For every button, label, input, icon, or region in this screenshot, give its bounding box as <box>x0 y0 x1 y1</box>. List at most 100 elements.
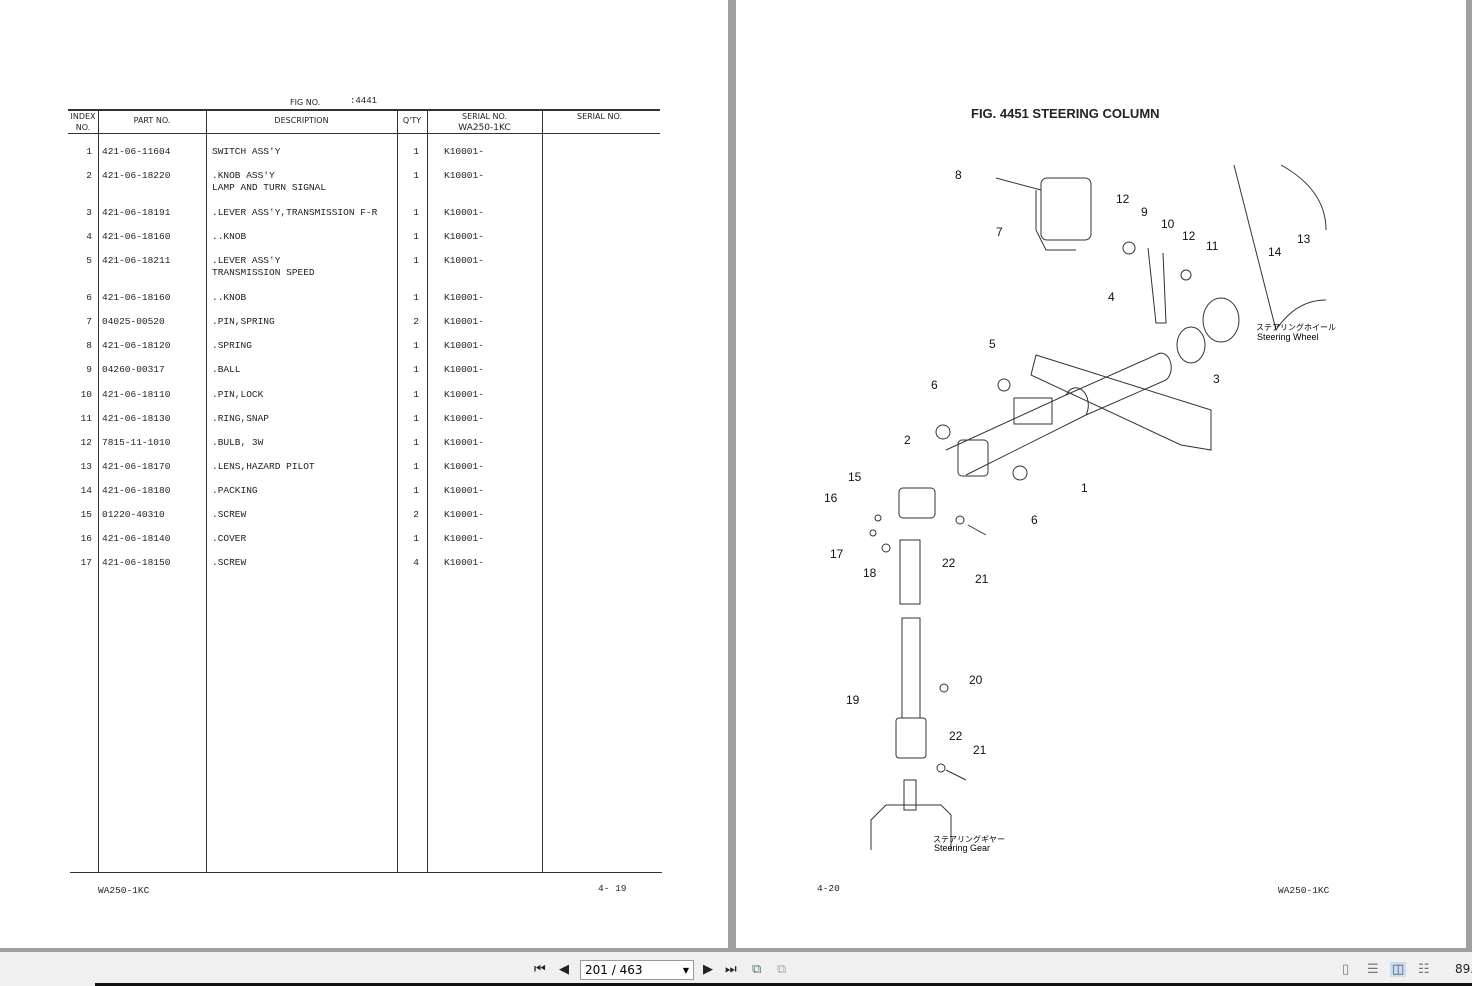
row-description: .PIN,LOCK <box>212 389 264 400</box>
row-qty: 1 <box>413 533 419 544</box>
row-part-no: 421-06-18140 <box>102 533 171 544</box>
zoom-level[interactable]: 89. <box>1455 962 1472 976</box>
last-page-button[interactable]: ⏭ <box>725 962 737 977</box>
callout-11: 11 <box>1206 239 1219 253</box>
row-index: 6 <box>86 292 92 303</box>
page-number-select[interactable]: 201 / 463▼ <box>580 960 694 980</box>
pdf-toolbar: ⏮ ◀ 201 / 463▼ ▶ ⏭ ⧉ ⧉ ▯ ☰ ◫ ☷ 89. <box>0 948 1472 986</box>
row-serial: K10001- <box>444 364 484 375</box>
footer-page: 4- 19 <box>598 883 627 894</box>
row-serial: K10001- <box>444 340 484 351</box>
row-serial: K10001- <box>444 461 484 472</box>
row-qty: 1 <box>413 170 419 181</box>
footer-page: 4-20 <box>817 883 840 894</box>
callout-2: 2 <box>904 433 911 447</box>
callout-6: 6 <box>1031 513 1038 527</box>
page-number-value: 201 / 463 <box>585 963 643 977</box>
row-description: .LEVER ASS'Y,TRANSMISSION F-R <box>212 207 378 218</box>
callout-16: 16 <box>824 491 838 505</box>
row-serial: K10001- <box>444 231 484 242</box>
row-index: 12 <box>80 437 92 448</box>
row-part-no: 421-06-11604 <box>102 146 171 157</box>
facing-view-icon[interactable]: ◫ <box>1390 962 1407 977</box>
callout-6: 6 <box>931 378 938 392</box>
previous-page-button[interactable]: ◀ <box>559 962 569 977</box>
row-description: .LEVER ASS'Y <box>212 255 281 266</box>
row-part-no: 421-06-18191 <box>102 207 171 218</box>
back-view-icon[interactable]: ⧉ <box>752 962 762 977</box>
callout-15: 15 <box>848 470 862 484</box>
row-qty: 1 <box>413 255 419 266</box>
steering-gear-jp-label: ステアリングギヤー <box>933 834 1005 844</box>
single-page-view-icon[interactable]: ▯ <box>1342 962 1350 977</box>
steering-gear-label: Steering Gear <box>934 843 990 853</box>
footer-model: WA250-1KC <box>1278 885 1330 896</box>
fig-number: :4441 <box>350 96 378 106</box>
row-index: 15 <box>80 509 92 520</box>
row-part-no: 7815-11-1010 <box>102 437 171 448</box>
row-description: .PACKING <box>212 485 258 496</box>
row-part-no: 421-06-18160 <box>102 292 171 303</box>
callout-13: 13 <box>1297 232 1311 246</box>
row-serial: K10001- <box>444 207 484 218</box>
row-description: .COVER <box>212 533 247 544</box>
callout-14: 14 <box>1268 245 1282 259</box>
continuous-facing-view-icon[interactable]: ☷ <box>1418 962 1430 977</box>
row-part-no: 421-06-18180 <box>102 485 171 496</box>
row-index: 10 <box>80 389 92 400</box>
callout-22: 22 <box>949 729 963 743</box>
header-serial: SERIAL NO. <box>461 112 508 121</box>
row-qty: 4 <box>413 557 419 568</box>
row-index: 11 <box>80 413 92 424</box>
row-description: .KNOB ASS'Y <box>212 170 275 181</box>
footer-model: WA250-1KC <box>98 885 150 896</box>
row-index: 1 <box>86 146 92 157</box>
next-page-button[interactable]: ▶ <box>703 962 713 977</box>
row-serial: K10001- <box>444 292 484 303</box>
first-page-button[interactable]: ⏮ <box>534 962 546 977</box>
callout-17: 17 <box>830 547 844 561</box>
row-part-no: 421-06-18220 <box>102 170 171 181</box>
callout-12: 12 <box>1182 229 1196 243</box>
callout-1: 1 <box>1081 481 1088 495</box>
callout-12: 12 <box>1116 192 1130 206</box>
callout-19: 19 <box>846 693 860 707</box>
continuous-view-icon[interactable]: ☰ <box>1367 962 1379 977</box>
row-part-no: 421-06-18211 <box>102 255 171 266</box>
callout-5: 5 <box>989 337 996 351</box>
row-serial: K10001- <box>444 170 484 181</box>
row-qty: 1 <box>413 461 419 472</box>
row-qty: 2 <box>413 509 419 520</box>
callout-22: 22 <box>942 556 956 570</box>
row-description: .BULB, 3W <box>212 437 264 448</box>
callout-8: 8 <box>955 168 962 182</box>
taskbar-edge <box>95 983 1472 986</box>
row-description: .RING,SNAP <box>212 413 270 424</box>
diagram-parts <box>869 164 1327 850</box>
forward-view-icon[interactable]: ⧉ <box>777 962 787 977</box>
row-qty: 1 <box>413 231 419 242</box>
callout-9: 9 <box>1141 205 1148 219</box>
row-index: 9 <box>86 364 92 375</box>
row-qty: 1 <box>413 437 419 448</box>
row-index: 17 <box>80 557 92 568</box>
row-description: .SPRING <box>212 340 252 351</box>
row-qty: 1 <box>413 413 419 424</box>
row-description: .PIN,SPRING <box>212 316 275 327</box>
row-description: ..KNOB <box>212 231 247 242</box>
row-part-no: 421-06-18110 <box>102 389 171 400</box>
callout-7: 7 <box>996 225 1003 239</box>
steering-wheel-jp-label: ステアリングホイール <box>1256 322 1336 332</box>
row-part-no: 421-06-18150 <box>102 557 171 568</box>
callout-10: 10 <box>1161 217 1175 231</box>
header-index: INDEX NO. <box>70 112 96 132</box>
row-index: 4 <box>86 231 92 242</box>
steering-wheel-label: Steering Wheel <box>1257 332 1319 342</box>
row-serial: K10001- <box>444 255 484 266</box>
header-part-no: PART NO. <box>133 116 171 125</box>
row-part-no: 421-06-18130 <box>102 413 171 424</box>
row-index: 14 <box>80 485 92 496</box>
row-description-line2: TRANSMISSION SPEED <box>212 267 315 278</box>
row-part-no: 421-06-18170 <box>102 461 171 472</box>
